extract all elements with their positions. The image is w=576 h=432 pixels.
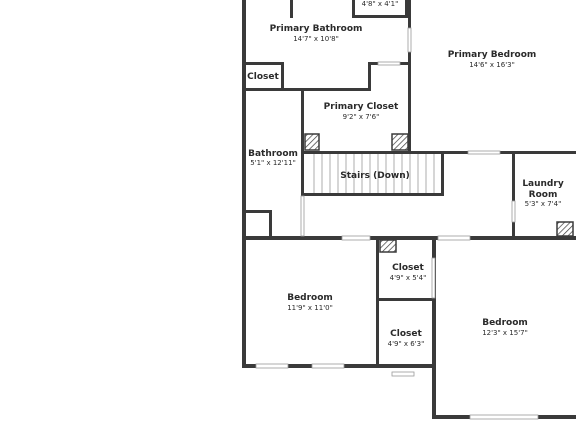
room-label-primary-closet: Primary Closet <box>324 102 399 112</box>
wall-bedroom2-left <box>432 236 436 419</box>
window-mid-c <box>437 235 471 241</box>
wall-closet-upper-bottom <box>376 298 434 301</box>
room-label-closet-upper: Closet <box>392 263 424 273</box>
room-dims-primary-bedroom: 14'6" x 16'3" <box>469 61 515 69</box>
room-dims-laundry: 5'3" x 7'4" <box>525 200 562 208</box>
shaft-closet <box>379 239 397 253</box>
walls <box>242 0 576 419</box>
wall-primary-closet-bottom-a <box>301 151 411 154</box>
wall-bath-bottom-d <box>400 62 411 65</box>
room-dims-bedroom-right: 12'3" x 15'7" <box>482 329 528 337</box>
room-dims-closet-lower: 4'9" x 6'3" <box>388 340 425 348</box>
stairs <box>313 154 435 193</box>
wall-laundry-left-lower <box>512 222 515 239</box>
room-dims-primary-closet: 9'2" x 7'6" <box>343 113 380 121</box>
wall-hall-top-b <box>500 151 576 154</box>
wall-bath-bottom-c <box>368 62 378 65</box>
window-bedroom1-bottom-a <box>255 363 289 369</box>
window-laundry-left <box>511 200 516 223</box>
window-closet-right <box>431 257 436 299</box>
wall-primary-bedroom-left-lower <box>408 52 411 154</box>
wall-closet-top <box>246 62 284 65</box>
room-label-primary-bathroom: Primary Bathroom <box>270 24 363 34</box>
window-bedroom2-bottom <box>469 414 539 420</box>
wall-outer-left <box>242 0 246 368</box>
wall-bath-bottom-a <box>281 88 371 91</box>
room-labels: 4'8" x 4'1" Primary Bathroom 14'7" x 10'… <box>247 0 564 348</box>
wall-primary-bedroom-left <box>408 0 411 28</box>
wall-bathroom-stub-v <box>269 210 272 237</box>
wall-primary-closet-left <box>301 91 304 237</box>
wall-stairs-bottom <box>304 193 444 196</box>
wall-stairs-right <box>441 154 444 196</box>
window-bedroom1-bottom-b <box>311 363 345 369</box>
wall-laundry-left <box>512 151 515 201</box>
room-label-stairs: Stairs (Down) <box>340 171 409 181</box>
shaft-laundry <box>556 221 574 237</box>
wall-hall-top <box>408 151 468 154</box>
wall-top-nook-left <box>352 0 355 18</box>
room-dims-primary-bathroom: 14'7" x 10'8" <box>293 35 339 43</box>
wall-mid-a <box>242 236 342 240</box>
room-label-top-nook-dims: 4'8" x 4'1" <box>362 0 399 8</box>
room-dims-bedroom-left: 11'9" x 11'0" <box>287 304 333 312</box>
room-label-bathroom: Bathroom <box>248 149 298 159</box>
room-label-bedroom-right: Bedroom <box>482 318 528 328</box>
room-label-laundry: Laundry <box>522 179 564 189</box>
wall-top-stub <box>290 0 293 18</box>
shaft-primary-closet-right <box>391 133 409 151</box>
wall-closet-bottom <box>246 88 284 91</box>
wall-closet-lower-top-stub <box>376 298 379 318</box>
shaft-primary-closet-left <box>304 133 320 151</box>
windows <box>255 27 539 420</box>
room-label-primary-bedroom: Primary Bedroom <box>448 50 537 60</box>
window-bath-bottom <box>377 61 401 66</box>
window-closet-bottom <box>391 371 415 377</box>
room-label-closet-lower: Closet <box>390 329 422 339</box>
window-primary-bedroom-left <box>407 27 412 53</box>
wall-mid-c <box>470 236 576 240</box>
wall-top-nook-bottom <box>352 15 408 18</box>
room-label-bedroom-left: Bedroom <box>287 293 333 303</box>
room-dims-closet-upper: 4'9" x 5'4" <box>390 274 427 282</box>
wall-closet-upper-right <box>432 240 435 258</box>
wall-closet-right <box>281 62 284 91</box>
wall-top-nook-right <box>405 0 408 18</box>
window-hall-top <box>467 150 501 155</box>
room-label-closet-top: Closet <box>247 72 279 82</box>
window-mid-a <box>341 235 371 241</box>
wall-mid-b <box>370 236 438 240</box>
wall-bath-bottom-b <box>368 62 371 91</box>
hatched-shafts <box>304 133 574 253</box>
window-bathroom-right <box>300 195 305 237</box>
wall-bathroom-stub <box>246 210 272 213</box>
room-dims-bathroom: 5'1" x 12'11" <box>250 159 296 167</box>
room-label-laundry-line2: Room <box>529 190 558 200</box>
